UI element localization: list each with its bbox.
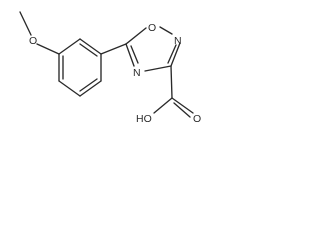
bond-carboxyl-o-double [173,102,191,118]
bond-o1-n2 [159,26,173,35]
bond-benzene-2 [79,38,102,55]
bond-n2-c3-double [167,44,177,64]
bond-c3-n4 [144,65,172,72]
atom-label-o-carbonyl: O [193,113,201,125]
bond-benzene-1 [58,38,81,55]
bond-benzene-double-1 [79,43,98,57]
bond-n4-c5 [125,43,135,67]
atom-label-o-methoxy: O [29,35,37,47]
bond-c5-o1 [125,27,147,45]
atom-label-hydroxyl: HO [136,113,152,125]
bond-benzene-5 [58,80,81,97]
bond-benzene-4 [79,80,102,97]
atom-label-n-upper: N [174,35,182,47]
bond-benzene-double-2 [79,78,98,92]
bond-n2-c3 [170,42,181,67]
bond-carboxyl-oh [153,97,173,114]
chemical-structure-diagram: O O N N HO O [19,11,201,125]
bond-methyl-o [19,11,32,36]
bond-benzene-oxadiazole [100,43,127,55]
bond-c3-carboxyl [170,65,173,99]
bond-o-benzene [36,43,60,55]
atom-label-n-lower: N [133,67,141,79]
bond-carboxyl-o [171,97,194,114]
bond-n4-c5-double [130,45,139,64]
atom-label-o-ring: O [148,22,156,34]
